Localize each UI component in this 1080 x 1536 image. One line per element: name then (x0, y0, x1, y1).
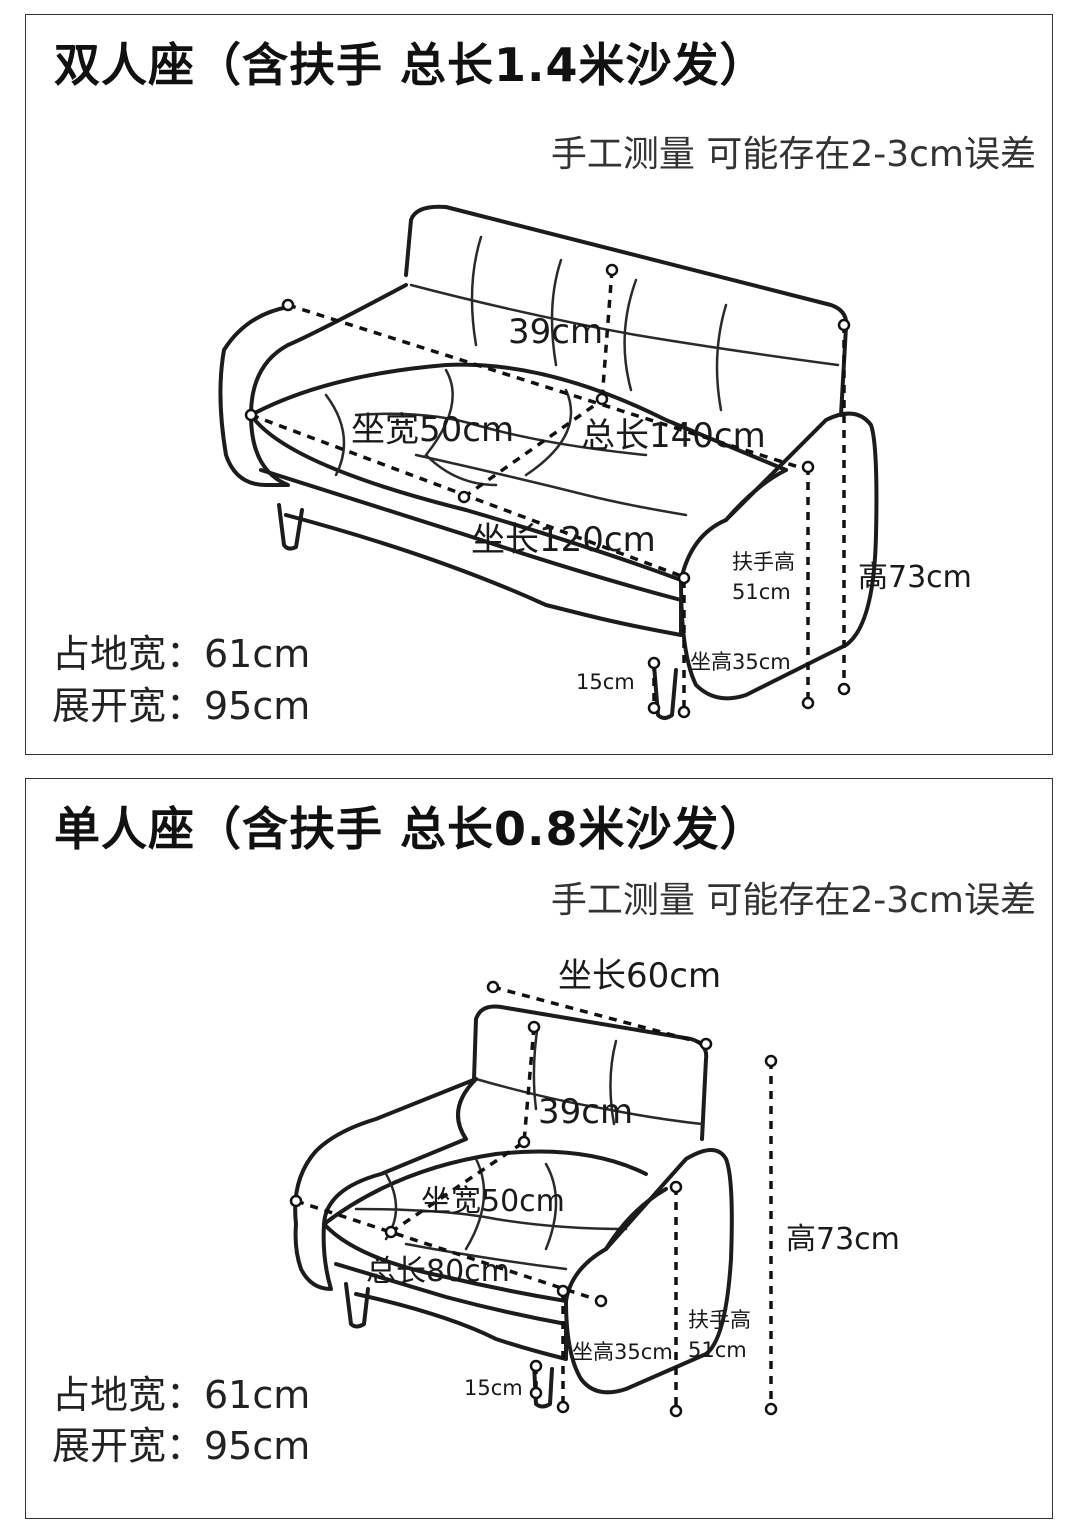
dim-point (529, 1359, 543, 1373)
dim-point (669, 1180, 683, 1194)
dim-point (764, 1402, 778, 1416)
leg-front (532, 1362, 554, 1409)
seat-width-label: 坐宽50cm (421, 1184, 565, 1219)
height-label: 高73cm (786, 1222, 900, 1257)
seat-tufting (354, 1157, 628, 1271)
dim-point (677, 705, 691, 719)
dim-point (527, 1020, 541, 1034)
double-dimension-labels: 39cm 坐宽50cm 总长140cm 坐长120cm 扶手高 51cm 高73… (351, 312, 972, 694)
floor-width: 占地宽：61cm (52, 632, 311, 676)
back-tufting (409, 235, 840, 412)
dim-point (801, 460, 815, 474)
seat-front-edge (249, 413, 683, 582)
single-sofa-illustration (293, 1004, 734, 1409)
double-seat-title: 双人座（含扶手 总长1.4米沙发） (54, 38, 767, 92)
floor-width: 占地宽：61cm (52, 1373, 311, 1417)
back-height-label: 39cm (508, 312, 603, 352)
double-sofa-diagram: 39cm 坐宽50cm 总长140cm 坐长120cm 扶手高 51cm 高73… (218, 204, 972, 720)
seat-length-line (492, 985, 707, 1046)
dim-point (486, 980, 500, 994)
armrest-height-label-1: 扶手高 (688, 1308, 751, 1332)
left-armrest (218, 283, 408, 487)
single-seat-panel: 单人座（含扶手 总长0.8米沙发） 手工测量 可能存在2-3cm误差 (25, 778, 1053, 1519)
total-length-label: 总长140cm (581, 416, 766, 456)
double-sofa-illustration (218, 204, 879, 720)
dim-point (384, 1225, 398, 1239)
dim-point (669, 1404, 683, 1418)
dim-point (677, 571, 691, 585)
double-dimension-lines (244, 263, 851, 719)
seat-width-label: 坐宽50cm (351, 410, 514, 450)
armrest-height-label-2: 51cm (688, 1338, 747, 1362)
height-label: 高73cm (858, 560, 972, 595)
unfolded-width: 展开宽：95cm (52, 1424, 311, 1468)
dim-point (457, 490, 471, 504)
single-dimension-labels: 坐长60cm 39cm 坐宽50cm 总长80cm 高73cm 扶手高 51cm… (366, 956, 900, 1400)
seat-width-line (390, 1140, 525, 1234)
back-tufting (474, 1022, 704, 1126)
dim-point (647, 701, 661, 715)
dim-point (281, 298, 295, 312)
seat-width-line (462, 398, 604, 499)
dim-point (647, 656, 661, 670)
dim-point (837, 318, 851, 332)
single-dimension-lines (289, 980, 778, 1418)
dim-point (801, 696, 815, 710)
dim-point (837, 682, 851, 696)
leg-front (652, 663, 678, 720)
leg-left-back (277, 503, 304, 551)
dim-point (244, 408, 258, 422)
seat-length-label: 坐长60cm (558, 956, 721, 996)
dim-point (699, 1037, 713, 1051)
seat-height-label: 坐高35cm (690, 650, 791, 674)
armrest-height-label-1: 扶手高 (732, 550, 795, 574)
leg-height-label: 15cm (464, 1376, 523, 1400)
dim-point (289, 1194, 303, 1208)
armrest-height-label-2: 51cm (732, 580, 791, 604)
single-seat-title: 单人座（含扶手 总长0.8米沙发） (54, 802, 767, 856)
back-height-line (600, 269, 614, 401)
unfolded-width: 展开宽：95cm (52, 684, 311, 728)
total-length-line (287, 303, 809, 472)
right-armrest (564, 1148, 734, 1395)
dim-point (556, 1400, 570, 1414)
seat-tufting (324, 368, 688, 517)
back-height-line (522, 1026, 536, 1143)
single-sofa-diagram: 坐长60cm 39cm 坐宽50cm 总长80cm 高73cm 扶手高 51cm… (289, 956, 900, 1418)
measurement-note: 手工测量 可能存在2-3cm误差 (550, 880, 1036, 921)
measurement-note: 手工测量 可能存在2-3cm误差 (550, 134, 1036, 175)
leg-left-back (344, 1282, 370, 1329)
dim-point (595, 392, 609, 406)
total-length-label: 总长80cm (366, 1254, 510, 1289)
dim-point (594, 1294, 608, 1308)
dim-point (764, 1054, 778, 1068)
dim-point (605, 263, 619, 277)
seat-front-edge (322, 1222, 568, 1303)
seat-height-label: 坐高35cm (572, 1340, 673, 1364)
base-front (334, 1262, 568, 1361)
double-seat-panel: 双人座（含扶手 总长1.4米沙发） 手工测量 可能存在2-3cm误差 (25, 14, 1053, 755)
seat-top-edge (249, 362, 788, 472)
seat-length-label: 坐长120cm (471, 520, 656, 560)
dim-point (517, 1135, 531, 1149)
right-arm-inner (724, 468, 788, 522)
leg-height-label: 15cm (576, 670, 635, 694)
backrest (472, 1004, 709, 1141)
dim-point (529, 1386, 543, 1400)
back-height-label: 39cm (538, 1092, 633, 1132)
dim-point (556, 1284, 570, 1298)
base-front (259, 468, 683, 637)
right-arm-inner (604, 1187, 668, 1251)
seat-top-edge (322, 1149, 648, 1226)
left-armrest (293, 1077, 478, 1291)
